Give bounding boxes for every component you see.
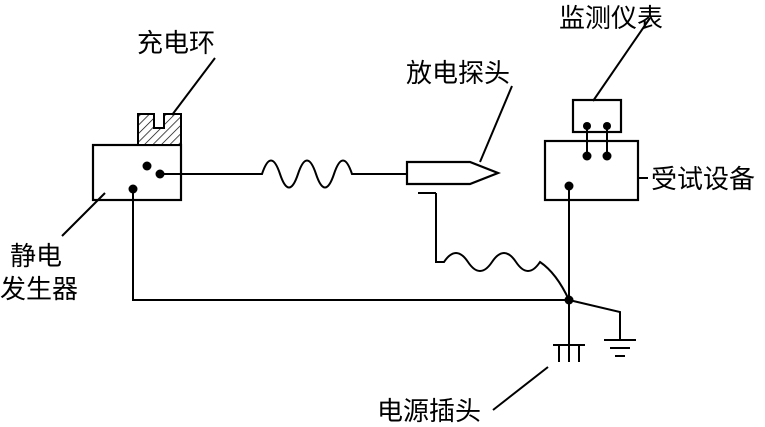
esd-generator-label-line1: 静电 (10, 242, 62, 272)
charge-ring-label: 充电环 (137, 29, 215, 59)
discharge-probe (405, 160, 502, 194)
leader-lines (61, 17, 651, 411)
discharge-probe-label: 放电探头 (406, 59, 510, 89)
equipment-under-test (543, 139, 640, 202)
power-plug-label: 电源插头 (377, 397, 481, 427)
esd-generator (91, 113, 183, 202)
monitor-label: 监测仪表 (559, 4, 663, 34)
esd-generator-label-line2: 发生器 (0, 275, 78, 305)
equipment-under-test-label: 受试设备 (651, 165, 755, 195)
power-plug-symbol (553, 344, 585, 362)
charge-ring-shape (137, 113, 182, 146)
wiring (132, 126, 621, 345)
earth-ground-icon (604, 339, 636, 357)
monitor-instrument (571, 98, 623, 134)
